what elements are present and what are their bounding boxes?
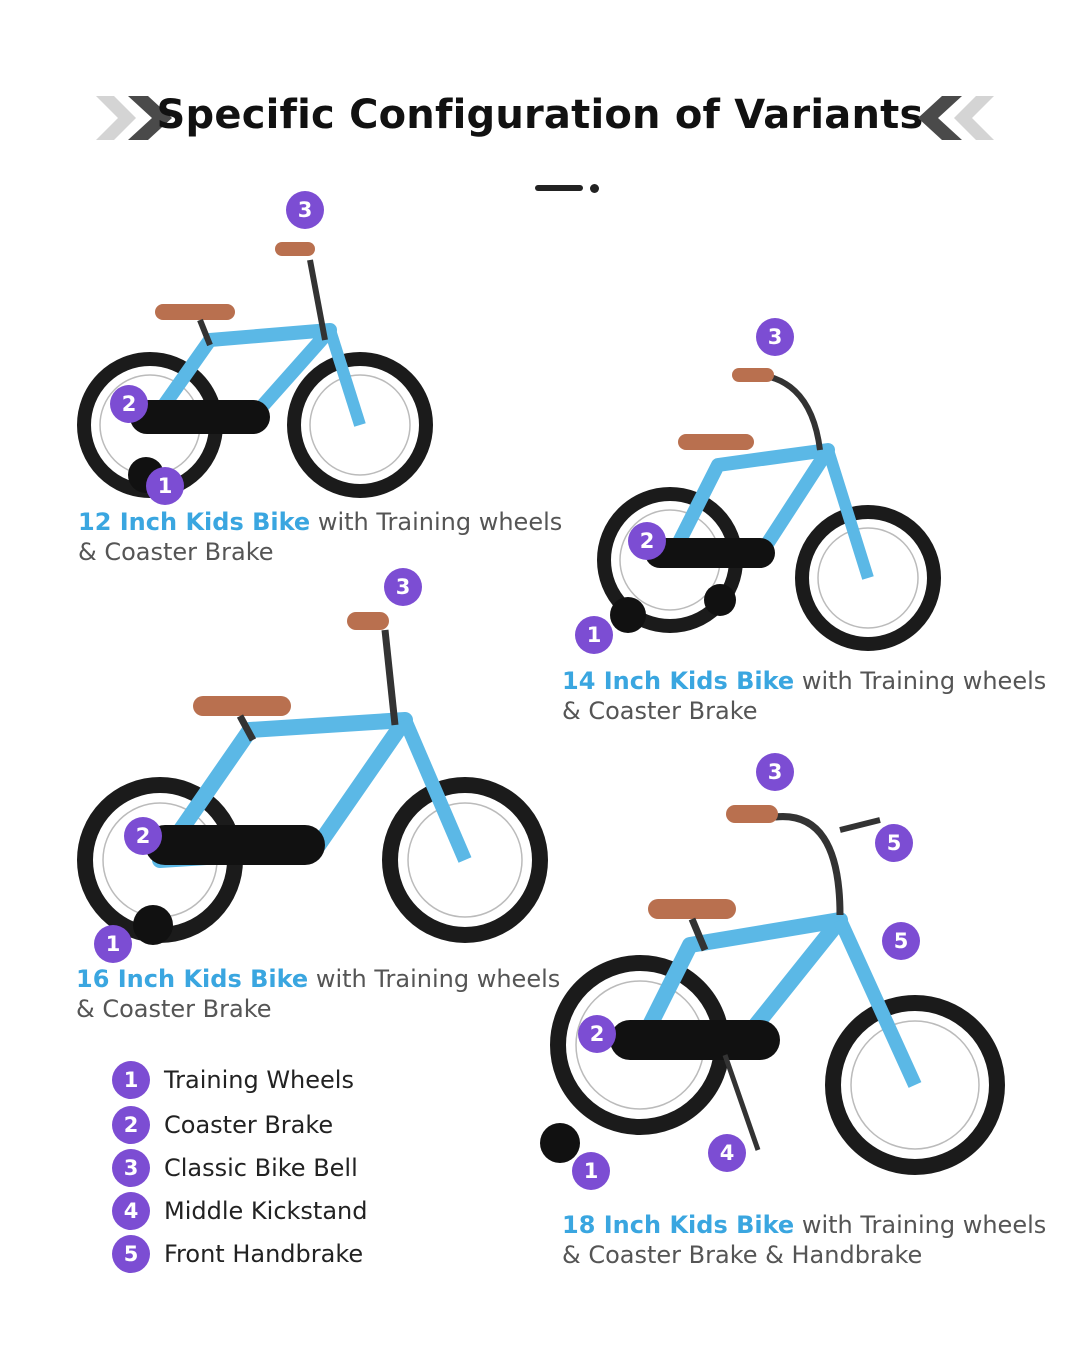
badge-coaster-brake: 2 (578, 1015, 616, 1053)
legend-item-training-wheels: 1 Training Wheels (112, 1060, 354, 1100)
caption-12-size: 12 Inch Kids Bike (78, 508, 311, 536)
caption-14: 14 Inch Kids Bike with Training wheels &… (562, 666, 1046, 726)
page-title: Specific Configuration of Variants (156, 92, 924, 138)
badge-kickstand: 4 (708, 1134, 746, 1172)
caption-18-line2: & Coaster Brake & Handbrake (562, 1241, 923, 1269)
caption-18-size: 18 Inch Kids Bike (562, 1211, 795, 1239)
legend-badge: 1 (112, 1061, 150, 1099)
badge-coaster-brake: 2 (124, 817, 162, 855)
caption-16-desc: with Training wheels (308, 965, 561, 993)
legend-item-handbrake: 5 Front Handbrake (112, 1234, 363, 1274)
badge-bell: 3 (286, 191, 324, 229)
badge-training-wheels: 1 (575, 616, 613, 654)
legend-badge: 4 (112, 1192, 150, 1230)
bike-16-image (77, 612, 548, 945)
legend-item-coaster-brake: 2 Coaster Brake (112, 1105, 333, 1145)
legend-label: Front Handbrake (164, 1240, 364, 1268)
badge-training-wheels: 1 (146, 467, 184, 505)
caption-14-size: 14 Inch Kids Bike (562, 667, 795, 695)
caption-14-desc: with Training wheels (794, 667, 1047, 695)
badge-bell: 3 (756, 753, 794, 791)
caption-18: 18 Inch Kids Bike with Training wheels &… (562, 1210, 1046, 1270)
badge-training-wheels: 1 (572, 1152, 610, 1190)
badge-training-wheels: 1 (94, 925, 132, 963)
chevron-right-icon (96, 96, 172, 140)
legend-item-kickstand: 4 Middle Kickstand (112, 1191, 367, 1231)
chevron-left-icon (918, 96, 994, 140)
badge-coaster-brake: 2 (110, 385, 148, 423)
legend-label: Classic Bike Bell (164, 1154, 358, 1182)
caption-14-line2: & Coaster Brake (562, 697, 758, 725)
caption-12-line2: & Coaster Brake (78, 538, 274, 566)
bike-18-image (540, 805, 1005, 1175)
caption-16-line2: & Coaster Brake (76, 995, 272, 1023)
legend-badge: 3 (112, 1149, 150, 1187)
badge-bell: 3 (384, 568, 422, 606)
legend-label: Training Wheels (164, 1066, 354, 1094)
caption-12-desc: with Training wheels (310, 508, 563, 536)
bike-12-image (77, 242, 433, 498)
badge-coaster-brake: 2 (628, 522, 666, 560)
caption-16: 16 Inch Kids Bike with Training wheels &… (76, 964, 560, 1024)
legend-badge: 5 (112, 1235, 150, 1273)
badge-handbrake: 5 (882, 922, 920, 960)
badge-bell: 3 (756, 318, 794, 356)
legend-badge: 2 (112, 1106, 150, 1144)
caption-16-size: 16 Inch Kids Bike (76, 965, 309, 993)
legend-item-bike-bell: 3 Classic Bike Bell (112, 1148, 358, 1188)
caption-18-desc: with Training wheels (794, 1211, 1047, 1239)
bike-14-image (597, 368, 941, 651)
caption-12: 12 Inch Kids Bike with Training wheels &… (78, 507, 562, 567)
badge-handbrake: 5 (875, 824, 913, 862)
title-divider-dot (590, 184, 599, 193)
legend-label: Coaster Brake (164, 1111, 334, 1139)
legend-label: Middle Kickstand (164, 1197, 368, 1225)
title-divider (535, 185, 583, 191)
